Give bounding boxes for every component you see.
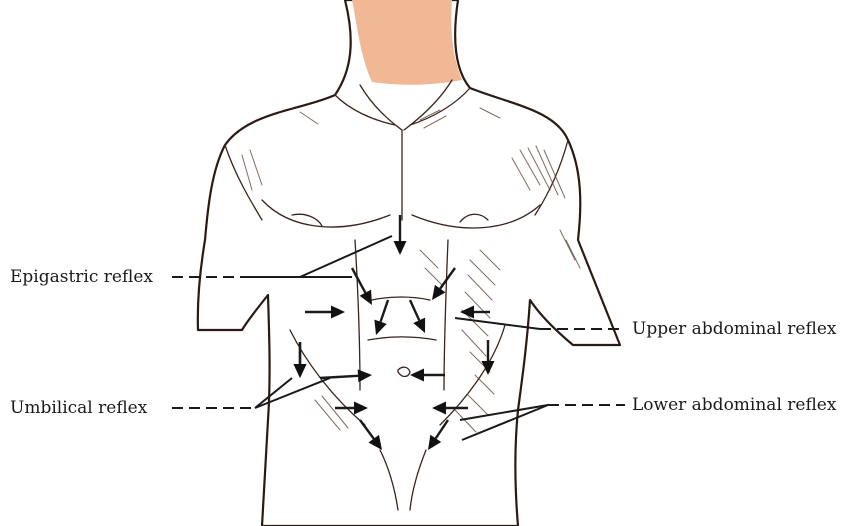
- umbilical-leader-branch-1: [255, 378, 292, 408]
- reflex-arrow-head: [368, 435, 382, 450]
- reflex-arrow-shaft: [440, 268, 455, 289]
- reflex-arrow-shaft: [410, 300, 419, 320]
- lower-abdominal-leader-branch-1: [460, 405, 548, 420]
- reflex-arrow-head: [410, 369, 424, 382]
- lower-abdominal-leader-branch-2: [462, 405, 548, 440]
- reflex-arrow-head: [460, 306, 474, 319]
- reflex-arrow-head: [331, 306, 345, 319]
- epigastric-leader-branch: [300, 236, 392, 277]
- reflex-arrow-head: [354, 402, 368, 415]
- reflex-arrow-shaft: [381, 300, 388, 322]
- leader-lines: [172, 236, 625, 440]
- reflex-arrow-shaft: [352, 268, 365, 293]
- reflex-arrow-head: [374, 320, 386, 335]
- umbilical-leader-branch-2: [255, 378, 330, 408]
- epigastric-reflex-label: Epigastric reflex: [10, 267, 153, 287]
- reflex-arrow-head: [428, 435, 441, 450]
- reflex-arrow-shaft: [360, 420, 374, 439]
- upper-abdominal-reflex-label: Upper abdominal reflex: [632, 319, 837, 339]
- neck-shading: [352, 0, 462, 85]
- reflex-arrow-head: [394, 241, 407, 255]
- shading-hatch: [242, 108, 580, 432]
- torso-illustration: [198, 0, 620, 526]
- reflex-arrow-head: [432, 402, 446, 415]
- umbilical-reflex-label: Umbilical reflex: [10, 398, 148, 418]
- reflex-arrow-shaft: [320, 376, 358, 378]
- reflex-arrow-head: [432, 285, 445, 300]
- reflex-arrow-head: [294, 364, 307, 378]
- reflex-arrow-head: [358, 369, 372, 382]
- lower-abdominal-reflex-label: Lower abdominal reflex: [632, 395, 837, 415]
